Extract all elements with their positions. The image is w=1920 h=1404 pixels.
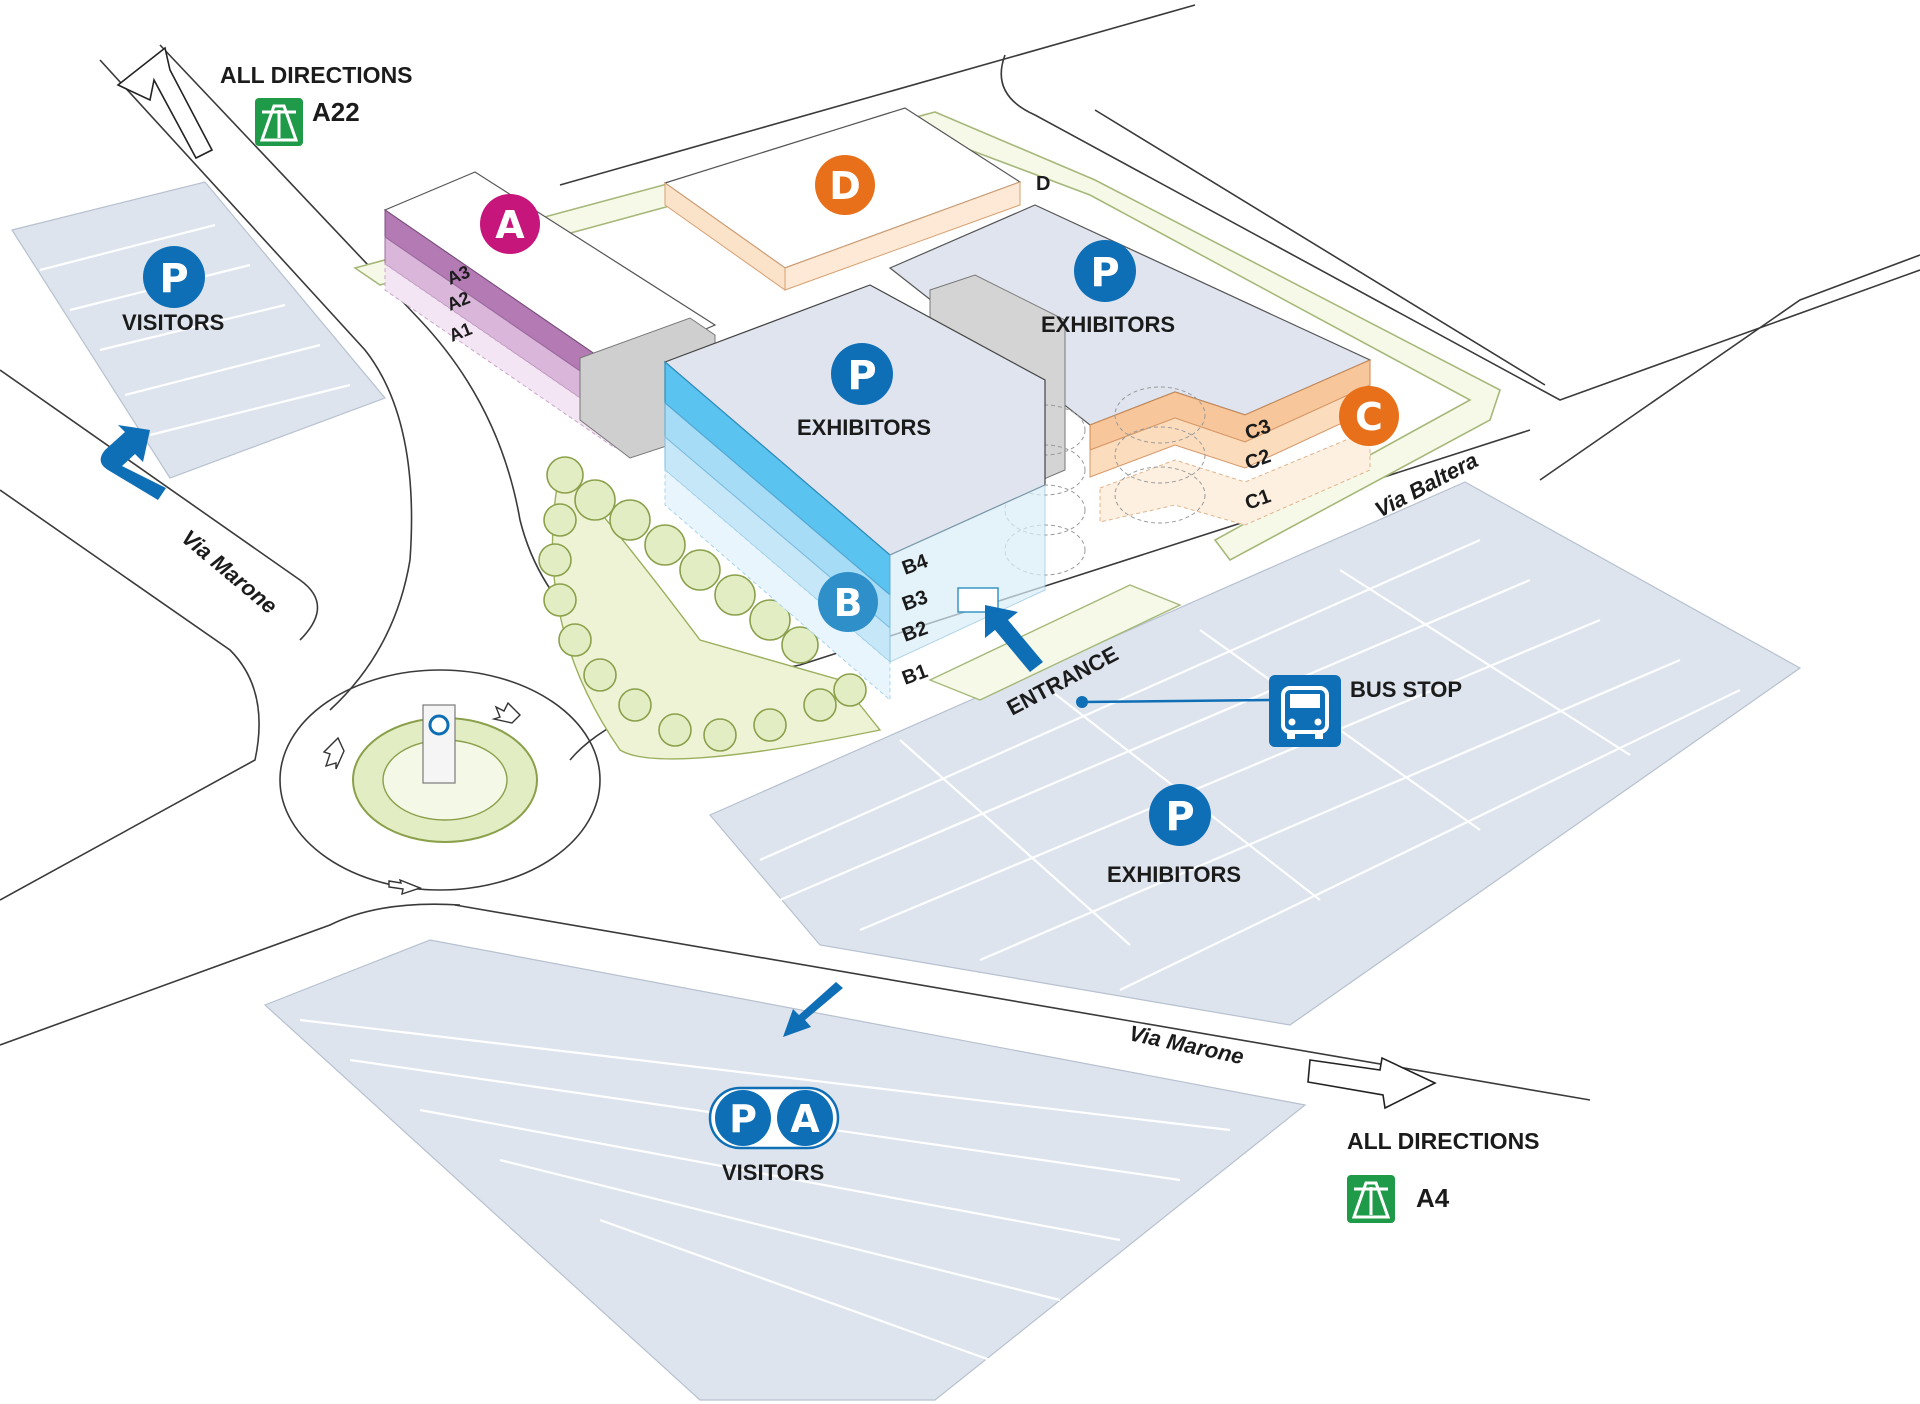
road-via-baltera-edge-right	[1539, 254, 1920, 481]
parking-exhibitors-b-label: EXHIBITORS	[797, 415, 931, 440]
roundabout-island	[352, 704, 538, 843]
arrow-into-visitors-lot-icon[interactable]	[100, 425, 166, 500]
route-bottom-motorway: A4	[1416, 1183, 1450, 1213]
parking-icon	[1074, 240, 1136, 302]
parking-marker-exhibitors-b[interactable]: P	[831, 343, 893, 405]
bus-stop-connector	[1081, 698, 1271, 704]
hall-d-badge[interactable]: D	[815, 155, 875, 215]
road-west-edge-bottom	[0, 489, 260, 901]
parking-visitors-bottom-label: VISITORS	[722, 1160, 824, 1185]
svg-text:P: P	[847, 353, 876, 399]
road-south-edge-bottom	[0, 903, 461, 1046]
hall-c-badge[interactable]: C	[1339, 386, 1399, 446]
parking-lots	[11, 181, 1802, 1401]
road-north-edge	[559, 4, 1196, 186]
hall-b-badge[interactable]: B	[818, 572, 878, 632]
parking-visitors-topleft-label: VISITORS	[122, 310, 224, 335]
hall-a-floor-labels: A3 A2 A1	[444, 262, 475, 346]
parking-a-badge	[777, 1090, 833, 1146]
road-via-marone-north-edge-left	[99, 59, 413, 711]
hall-d-side	[784, 181, 1021, 291]
hall-a	[383, 171, 717, 459]
green-area	[538, 456, 882, 760]
roundabout-arrows	[322, 701, 521, 896]
bus-icon	[1269, 675, 1341, 747]
route-top-label: ALL DIRECTIONS	[220, 62, 413, 88]
route-bottom-label: ALL DIRECTIONS	[1347, 1128, 1540, 1154]
lot-visitors-bottom	[263, 939, 1307, 1401]
parking-exhibitors-bottom-label: EXHIBITORS	[1107, 862, 1241, 887]
route-top-motorway: A22	[312, 97, 360, 127]
hall-b-floor-1	[664, 468, 891, 702]
parking-icon	[831, 343, 893, 405]
route-arrows	[100, 46, 1437, 1110]
svg-text:P: P	[729, 1097, 757, 1141]
svg-text:D: D	[829, 164, 861, 208]
hall-a-badge[interactable]: A	[480, 194, 540, 254]
arrow-entrance-icon[interactable]	[985, 605, 1043, 672]
arrow-north-exit-icon	[116, 46, 214, 160]
hall-d-side-label: D	[1036, 173, 1050, 195]
arrow-roundabout-left-icon	[322, 736, 345, 770]
hall-a-floor-1	[384, 263, 616, 449]
motorway-sign-top-icon	[255, 98, 303, 146]
parking-icon	[143, 246, 205, 308]
hall-c-floor-1	[1099, 429, 1371, 526]
svg-text:P: P	[1165, 794, 1194, 840]
bus-stop-label: BUS STOP	[1350, 677, 1462, 702]
floor-label-b1: B1	[899, 660, 931, 689]
street-via-marone-left: Via Marone	[177, 525, 282, 619]
hall-b-side	[889, 484, 1046, 663]
svg-text:P: P	[159, 256, 188, 302]
entrance-plaza	[928, 584, 1182, 701]
bus-stop-marker[interactable]	[1269, 675, 1341, 747]
svg-text:A: A	[495, 203, 525, 247]
lot-visitors-topleft	[11, 181, 387, 479]
arrow-roundabout-top-icon	[491, 701, 521, 724]
parking-icon	[1149, 784, 1211, 846]
road-network	[0, 4, 1920, 1101]
parking-marker-exhibitors-c[interactable]: P	[1074, 240, 1136, 302]
svg-text:P: P	[1090, 250, 1119, 296]
parking-icon	[715, 1090, 771, 1146]
road-west-edge-top	[0, 369, 319, 641]
lot-visitors-topleft-stalls	[39, 223, 351, 437]
parking-marker-exhibitors-bottom[interactable]: P	[1149, 784, 1211, 846]
arrow-into-bottom-lot-icon[interactable]	[783, 982, 843, 1037]
street-via-marone-bottom: Via Marone	[1127, 1020, 1246, 1069]
svg-text:B: B	[834, 581, 863, 625]
arrow-southeast-exit-icon	[1307, 1056, 1437, 1110]
hall-b	[663, 284, 1046, 702]
parking-marker-visitors-topleft[interactable]: P	[143, 246, 205, 308]
bus-stop-dot	[1076, 696, 1088, 708]
totem-logo-icon	[428, 714, 450, 736]
roundabout-outer	[279, 669, 601, 891]
road-northeast-edge	[1000, 54, 1920, 401]
svg-text:C: C	[1355, 395, 1383, 439]
hall-c-floor-labels: C3 C2 C1	[1242, 415, 1274, 514]
lot-visitors-bottom-stalls	[299, 1018, 1231, 1362]
arrow-roundabout-bottom-icon	[388, 878, 423, 896]
road-east-edge	[1094, 109, 1546, 386]
lot-exhibitors-right	[709, 481, 1802, 1026]
svg-text:A: A	[790, 1097, 820, 1141]
motorway-sign-bottom-icon	[1347, 1175, 1395, 1223]
parking-marker-visitors-bottom[interactable]: P A	[708, 1086, 840, 1150]
tree-row	[538, 456, 867, 752]
parking-exhibitors-c-label: EXHIBITORS	[1041, 312, 1175, 337]
